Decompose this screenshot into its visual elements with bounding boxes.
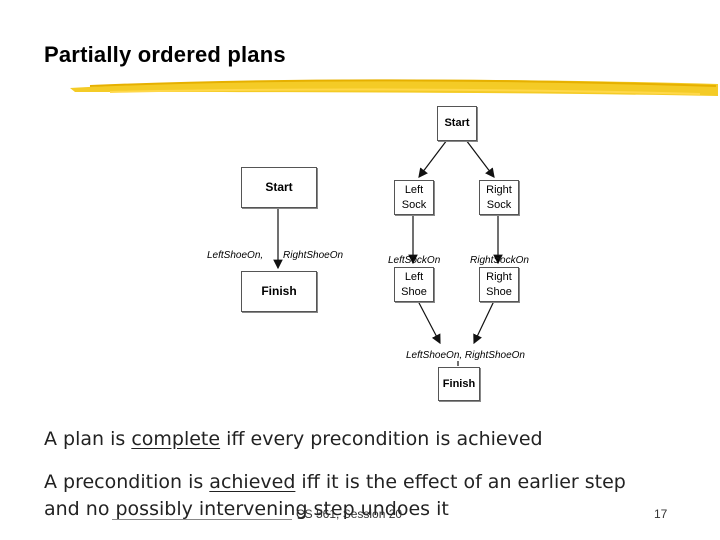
left-shoe-node: Left Shoe [394, 267, 434, 302]
left-sock-line1: Left [404, 183, 424, 196]
title-underline-swash [70, 79, 718, 96]
right-sock-node: Right Sock [479, 180, 519, 215]
bullet-complete-post: iff every precondition is achieved [220, 428, 543, 450]
left-plan-edge-label-left: LeftShoeOn, [207, 250, 264, 261]
bullet-achieved-pre: A precondition is [44, 471, 210, 493]
term-complete: complete [131, 428, 221, 450]
left-plan-edge-label-right: RightShoeOn [283, 250, 344, 261]
slide-title: Partially ordered plans [44, 42, 286, 67]
right-sock-line2: Sock [486, 198, 512, 211]
right-plan-finish-label: LeftShoeOn, RightShoeOn [406, 350, 525, 361]
right-sock-on-label: RightSockOn [470, 255, 529, 266]
bullet-achieved-post: iff it is the effect of an earlier step [295, 471, 626, 493]
right-shoe-line2: Shoe [486, 285, 512, 298]
bullet-complete-pre: A plan is [44, 428, 132, 450]
right-shoe-node: Right Shoe [479, 267, 519, 302]
footer-course: CS 561, Session 20 [296, 507, 403, 521]
bullet-achieved-continued: and no possibly intervening step undoes … [44, 498, 449, 520]
left-sock-on-label: LeftSockOn [388, 255, 441, 266]
slide-number: 17 [654, 507, 668, 521]
left-sock-node: Left Sock [394, 180, 434, 215]
right-plan-start-node: Start [437, 106, 477, 141]
left-sock-line2: Sock [401, 198, 427, 211]
bullet-complete: A plan is complete iff every preconditio… [44, 428, 543, 450]
left-plan-start-node: Start [241, 167, 317, 208]
footer-rule [112, 519, 292, 520]
left-plan-finish-node: Finish [241, 271, 317, 312]
term-achieved: achieved [209, 471, 296, 493]
left-shoe-line2: Shoe [401, 285, 427, 298]
left-shoe-line1: Left [404, 270, 424, 283]
right-plan-finish-node: Finish [438, 367, 480, 401]
right-sock-line1: Right [486, 183, 512, 196]
right-shoe-line1: Right [486, 270, 512, 283]
bullet-achieved: A precondition is achieved iff it is the… [44, 471, 626, 493]
